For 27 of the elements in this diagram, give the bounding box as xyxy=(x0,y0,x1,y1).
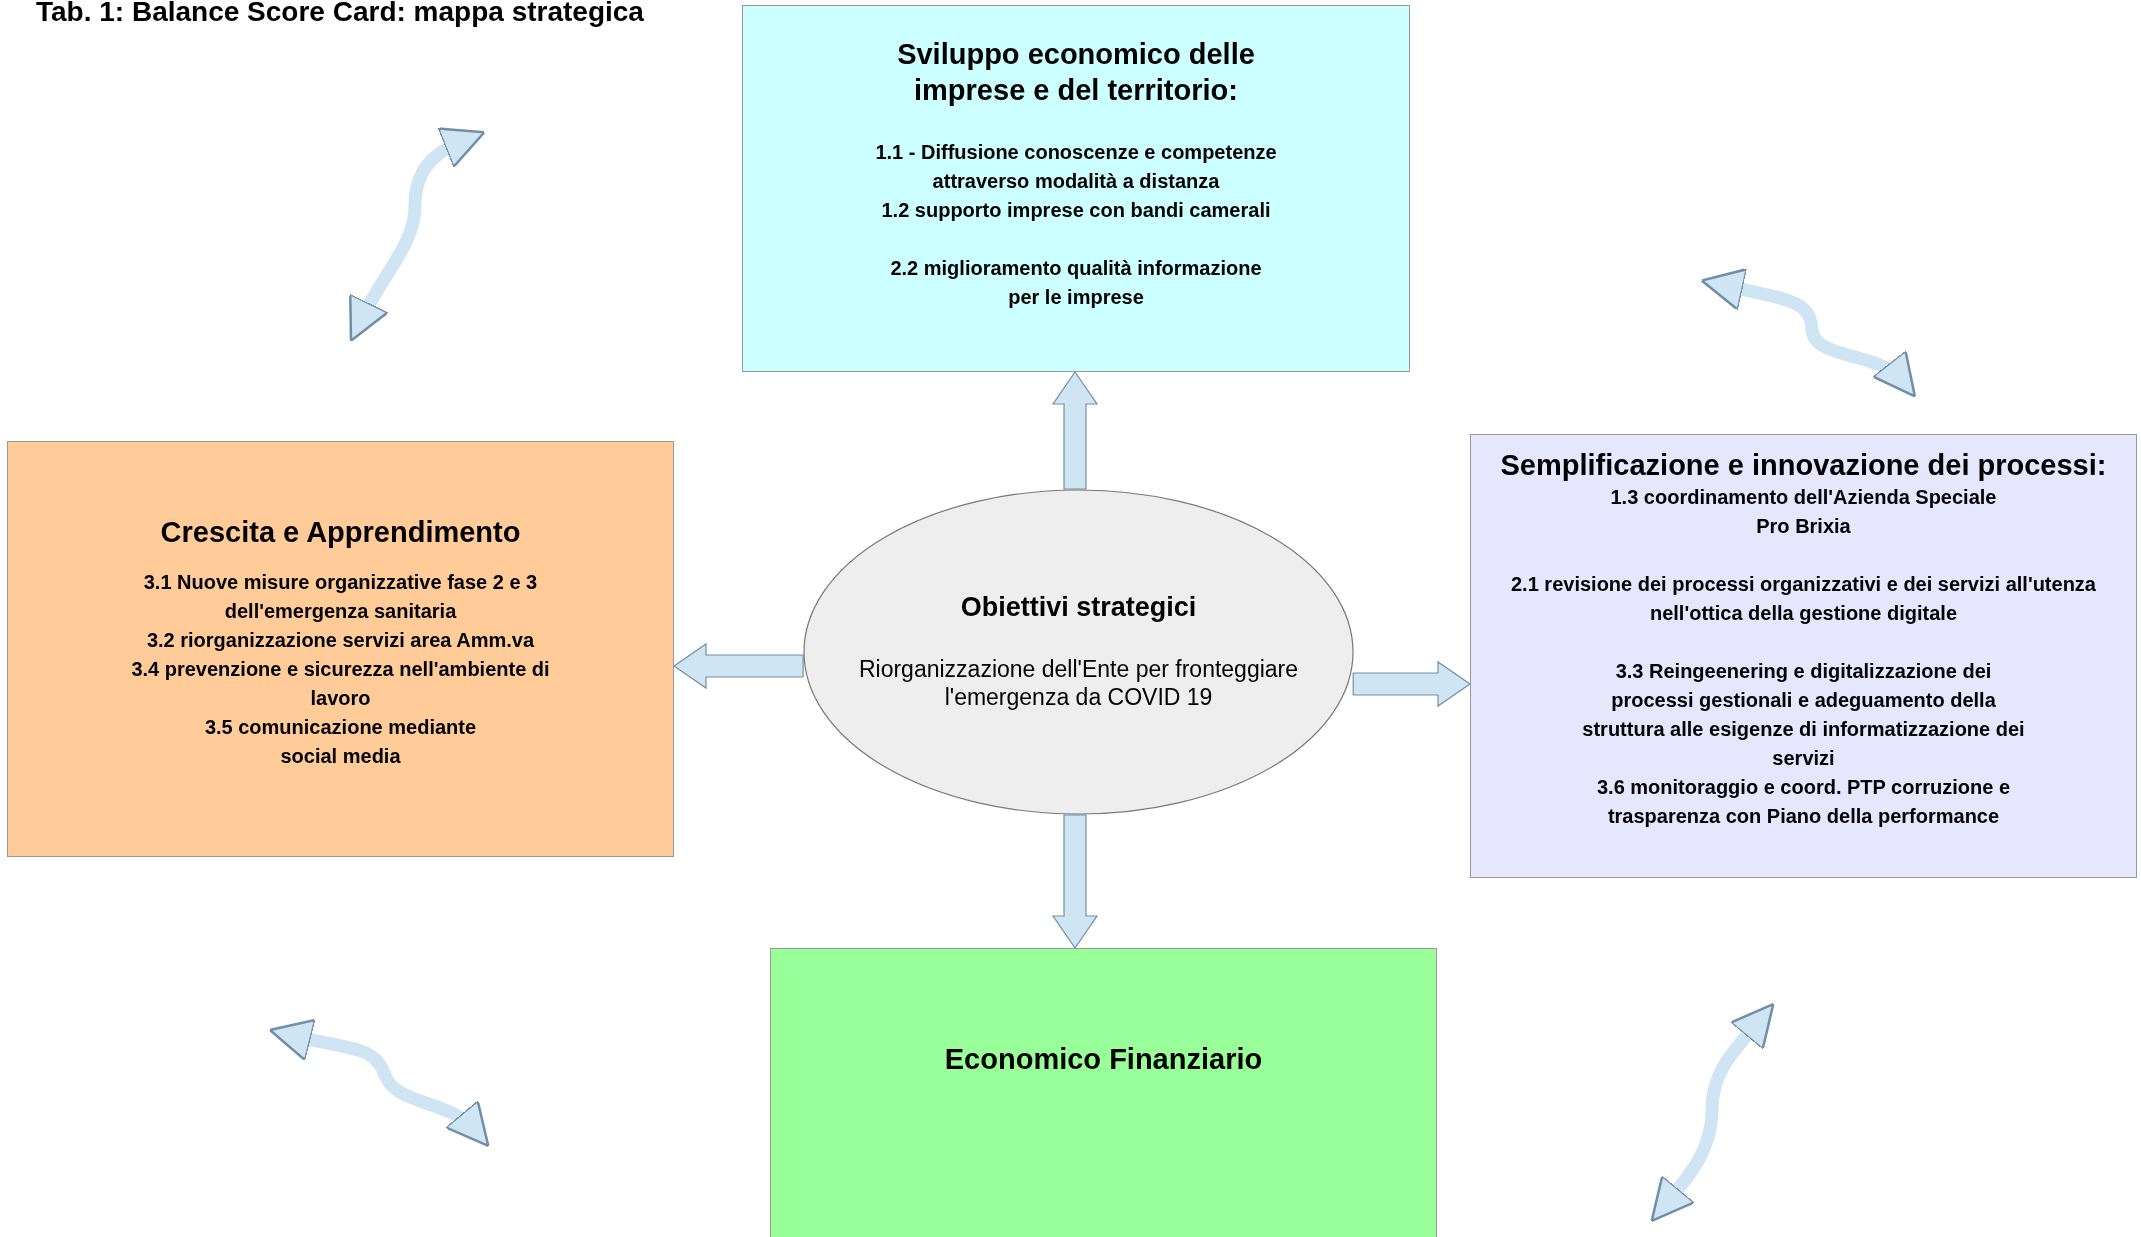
objective-text: 3.1 Nuove misure organizzative fase 2 e 3 dell'emergenza sanitaria xyxy=(142,570,539,624)
objective-ellipse xyxy=(803,489,1354,815)
box-heading: Obiettivi strategici xyxy=(960,591,1197,624)
box-heading: Crescita e Apprendimento xyxy=(160,515,521,550)
objective-text: 3.5 comunicazione mediante social media xyxy=(203,715,478,769)
objective-text: 2.1 revisione dei processi organizzativi e dei servizi all'utenza nell'ottica della gestione digitale xyxy=(1510,572,2097,626)
diagram-title: Tab. 1: Balance Score Card: mappa strategica xyxy=(36,0,644,28)
box-heading: Economico Finanziario xyxy=(944,1042,1263,1077)
objective-text: 3.6 monitoraggio e coord. PTP corruzione e trasparenza con Piano della performance xyxy=(1595,775,2011,829)
arrow xyxy=(1051,814,1099,950)
objective-text: 2.2 miglioramento qualità informazione per le imprese xyxy=(889,256,1263,310)
objective-text: 1.1 - Diffusione conoscenze e competenze attraverso modalità a distanza xyxy=(874,140,1278,194)
arrow xyxy=(1352,660,1472,708)
perspective-box xyxy=(7,441,674,857)
objective-text: 3.2 riorganizzazione servizi area Amm.va xyxy=(146,628,535,653)
objective-text: 3.3 Reingeenering e digitalizzazione dei processi gestionali e adeguamento della struttura alle esigenze di informatizzazione dei servizi xyxy=(1581,659,2026,771)
objective-text: 3.4 prevenzione e sicurezza nell'ambiente di lavoro xyxy=(130,657,551,711)
objective-text: 1.3 coordinamento dell'Azienda Speciale Pro Brixia xyxy=(1609,485,1998,539)
perspective-box xyxy=(1470,434,2137,878)
arrow xyxy=(672,642,804,690)
objective-text: 1.2 supporto imprese con bandi camerali xyxy=(881,198,1271,223)
box-heading: Semplificazione e innovazione dei processi: xyxy=(1500,448,2107,483)
box-heading: Sviluppo economico delle imprese e del territorio: xyxy=(896,37,1256,108)
objective-text: Riorganizzazione dell'Ente per fronteggiare l'emergenza da COVID 19 xyxy=(858,655,1299,711)
perspective-box xyxy=(770,948,1437,1237)
arrow xyxy=(1051,370,1099,490)
perspective-box xyxy=(742,5,1410,372)
